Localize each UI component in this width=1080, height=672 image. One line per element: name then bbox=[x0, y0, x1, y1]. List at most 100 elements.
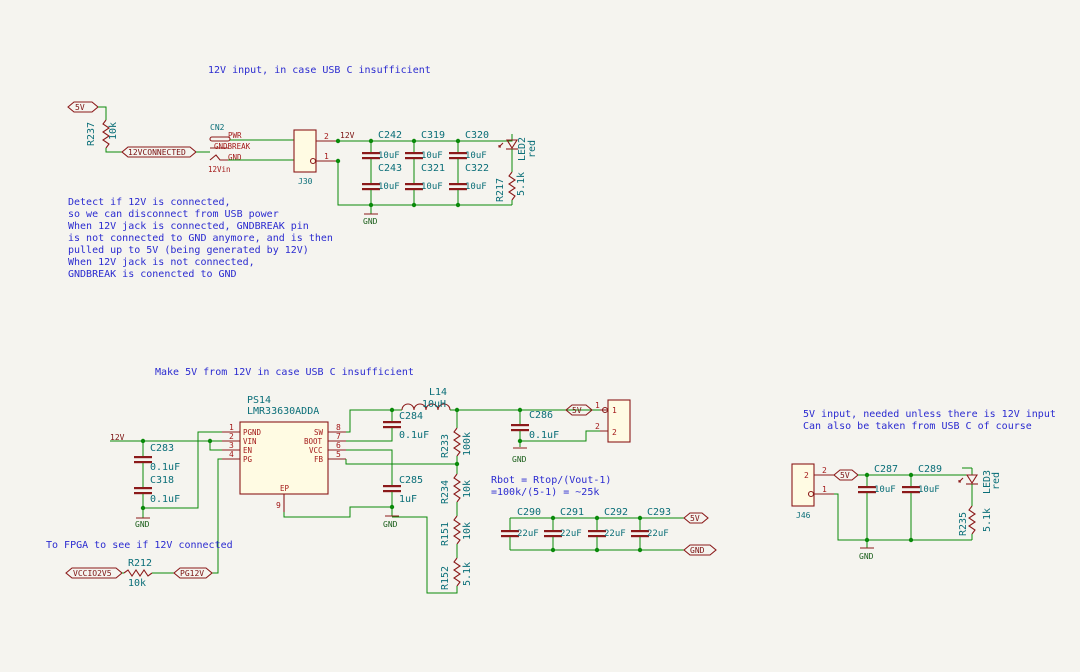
svg-text:1: 1 bbox=[612, 406, 617, 415]
svg-text:4: 4 bbox=[229, 450, 234, 459]
c318-value: 0.1uF bbox=[150, 494, 180, 505]
capacitor-c293: C293 22uF bbox=[631, 507, 671, 550]
svg-text:2: 2 bbox=[612, 428, 617, 437]
connector-j30: 2 1 J30 bbox=[293, 129, 336, 186]
svg-text:1: 1 bbox=[822, 485, 827, 494]
c283-ref: C283 bbox=[150, 443, 174, 454]
capacitor-c283: C283 0.1uF bbox=[134, 441, 180, 487]
note-rbot-1: Rbot = Rtop/(Vout-1) bbox=[491, 475, 611, 486]
r212-value: 10k bbox=[128, 578, 146, 589]
c242-value: 10uF bbox=[378, 151, 400, 161]
c293-ref: C293 bbox=[647, 507, 671, 518]
svg-text:so we can disconnect from USB: so we can disconnect from USB power bbox=[68, 209, 279, 220]
svg-text:EN: EN bbox=[243, 446, 252, 455]
gnd-symbol-c318: GND bbox=[135, 517, 150, 529]
c287-ref: C287 bbox=[874, 464, 898, 475]
svg-text:When 12V jack is not connected: When 12V jack is not connected, bbox=[68, 257, 255, 268]
led3-ref: LED3 bbox=[982, 470, 993, 494]
capacitor-c320: C320 10uF bbox=[449, 130, 489, 183]
svg-text:GND: GND bbox=[512, 455, 527, 464]
ps14-ref: PS14 bbox=[247, 395, 271, 406]
svg-text:1: 1 bbox=[229, 423, 234, 432]
resistor-r217: R217 5.1k bbox=[495, 171, 527, 202]
net-label-5v-bank: 5V bbox=[683, 512, 709, 524]
led-led3: LED3 red bbox=[958, 467, 1002, 494]
svg-text:PG: PG bbox=[243, 455, 253, 464]
capacitor-c287: C287 10uF bbox=[858, 464, 898, 540]
gnd-symbol-top: GND bbox=[363, 205, 378, 226]
svg-text:2: 2 bbox=[822, 466, 827, 475]
net-12v-top: 12V bbox=[340, 131, 355, 140]
svg-text:5V: 5V bbox=[572, 406, 582, 415]
c283-value: 0.1uF bbox=[150, 462, 180, 473]
note-detect-12v: Detect if 12V is connected, so we can di… bbox=[68, 197, 333, 280]
led2-value: red bbox=[527, 140, 538, 158]
note-5v-input: 5V input, needed unless there is 12V inp… bbox=[803, 409, 1056, 432]
svg-text:PG12V: PG12V bbox=[180, 569, 204, 578]
l14-ref: L14 bbox=[429, 387, 447, 398]
svg-text:2: 2 bbox=[804, 471, 809, 480]
c289-ref: C289 bbox=[918, 464, 942, 475]
svg-text:GNDBREAK is conencted to GND: GNDBREAK is conencted to GND bbox=[68, 269, 237, 280]
c286-value: 0.1uF bbox=[529, 430, 559, 441]
svg-text:is not connected to GND anymor: is not connected to GND anymore, and is … bbox=[68, 233, 333, 244]
note-make-5v-title: Make 5V from 12V in case USB C insuffici… bbox=[155, 367, 414, 378]
svg-text:Detect if 12V is connected,: Detect if 12V is connected, bbox=[68, 197, 231, 208]
gnd-symbol-c286: GND bbox=[512, 447, 527, 464]
capacitor-c318: C318 0.1uF bbox=[134, 475, 180, 518]
note-fpga: To FPGA to see if 12V connected bbox=[46, 540, 233, 551]
r234-ref: R234 bbox=[440, 480, 451, 504]
svg-text:3: 3 bbox=[229, 441, 234, 450]
c292-value: 22uF bbox=[604, 529, 626, 539]
regulator-ps14: PS14 LMR33630ADDA 1 2 3 4 PGND VIN EN PG… bbox=[222, 395, 346, 512]
net-label-gnd-bank: GND bbox=[683, 544, 717, 556]
resistor-r152: R152 5.1k bbox=[440, 557, 473, 590]
c284-value: 0.1uF bbox=[399, 430, 429, 441]
r233-value: 100k bbox=[462, 432, 473, 456]
cn2-ref: CN2 bbox=[210, 123, 225, 132]
resistor-r234: R234 10k bbox=[440, 473, 473, 504]
svg-text:5V: 5V bbox=[690, 514, 700, 523]
l14-value: 10uH bbox=[422, 399, 446, 410]
svg-text:pulled up to 5V (being generat: pulled up to 5V (being generated by 12V) bbox=[68, 245, 309, 256]
note-12v-input-title: 12V input, in case USB C insufficient bbox=[208, 65, 431, 76]
note-rbot-2: =100k/(5-1) = ~25k bbox=[491, 487, 599, 498]
svg-text:12VCONNECTED: 12VCONNECTED bbox=[128, 148, 186, 157]
net-label-vccio2v5: VCCIO2V5 bbox=[65, 567, 123, 579]
svg-text:BOOT: BOOT bbox=[304, 437, 323, 446]
svg-text:5: 5 bbox=[336, 450, 341, 459]
r237-ref: R237 bbox=[86, 122, 97, 146]
svg-text:VIN: VIN bbox=[243, 437, 257, 446]
svg-text:GND: GND bbox=[859, 552, 874, 561]
r237-value: 10k bbox=[108, 122, 119, 140]
c289-value: 10uF bbox=[918, 485, 940, 495]
r152-value: 5.1k bbox=[462, 562, 473, 586]
r212-ref: R212 bbox=[128, 558, 152, 569]
c242-ref: C242 bbox=[378, 130, 402, 141]
c291-value: 22uF bbox=[560, 529, 582, 539]
c287-value: 10uF bbox=[874, 485, 896, 495]
c290-value: 22uF bbox=[517, 529, 539, 539]
resistor-r237: R237 10k bbox=[86, 119, 119, 149]
c320-ref: C320 bbox=[465, 130, 489, 141]
c290-ref: C290 bbox=[517, 507, 541, 518]
led2-ref: LED2 bbox=[517, 137, 528, 161]
c319-ref: C319 bbox=[421, 130, 445, 141]
c322-ref: C322 bbox=[465, 163, 489, 174]
capacitor-c285: C285 1uF bbox=[383, 475, 423, 516]
led3-value: red bbox=[991, 472, 1002, 490]
net-label-5v-conn: 5V bbox=[565, 404, 593, 416]
j30-ref: J30 bbox=[298, 177, 313, 186]
r234-value: 10k bbox=[462, 480, 473, 498]
svg-text:5V input, needed unless there: 5V input, needed unless there is 12V inp… bbox=[803, 409, 1056, 420]
gnd-symbol-right: GND bbox=[859, 540, 874, 561]
cn2-pin-gndbreak: GNDBREAK bbox=[214, 142, 251, 151]
cn2-12vin: 12Vin bbox=[208, 165, 231, 174]
capacitor-c290: C290 22uF bbox=[501, 507, 541, 550]
net-label-5v-top: 5V bbox=[67, 101, 99, 113]
c291-ref: C291 bbox=[560, 507, 584, 518]
c320-value: 10uF bbox=[465, 151, 487, 161]
svg-text:2: 2 bbox=[595, 422, 600, 431]
gnd-symbol-c285: GND bbox=[383, 515, 399, 529]
capacitor-c319: C319 10uF bbox=[405, 130, 445, 183]
